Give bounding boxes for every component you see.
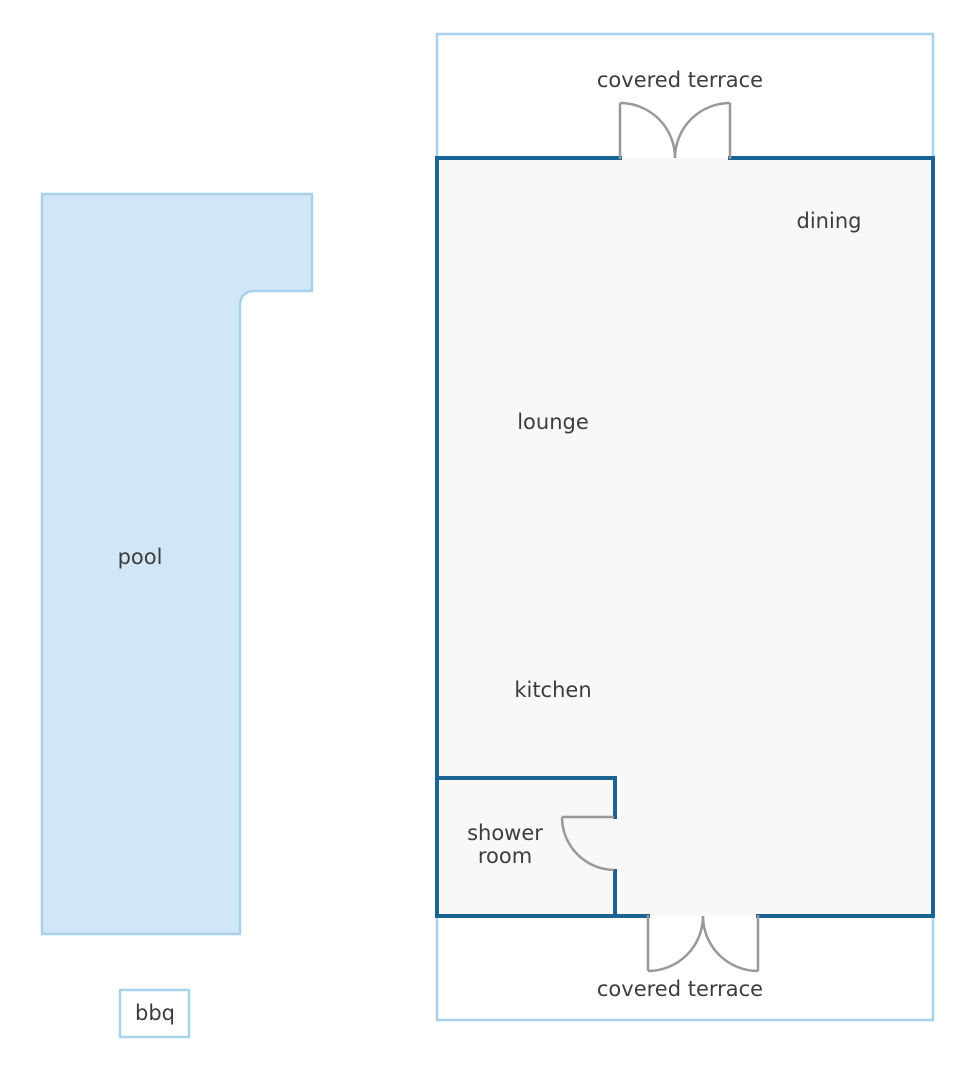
door-swing-left [647, 915, 705, 973]
shower-room-label-line1: shower [467, 821, 543, 845]
bbq-box [118, 988, 191, 1039]
door-swing [560, 816, 615, 872]
building-interior [437, 158, 933, 916]
dining-label: dining [797, 209, 862, 233]
top-double-door [618, 101, 732, 159]
building-walls [435, 156, 935, 918]
door-swing-right [673, 101, 731, 159]
shower-room-door [560, 815, 615, 872]
terrace-bottom-label: covered terrace [597, 977, 763, 1001]
terrace-top-label: covered terrace [597, 68, 763, 92]
pool-label: pool [118, 545, 163, 569]
shower-room-label-line2: room [478, 844, 532, 868]
lounge-label: lounge [517, 410, 589, 434]
bottom-double-door [646, 915, 760, 973]
door-swing-left [619, 101, 677, 159]
door-swing-right [701, 915, 759, 973]
kitchen-label: kitchen [514, 678, 591, 702]
bbq-label: bbq [135, 1001, 175, 1025]
pool-shape [40, 192, 314, 936]
